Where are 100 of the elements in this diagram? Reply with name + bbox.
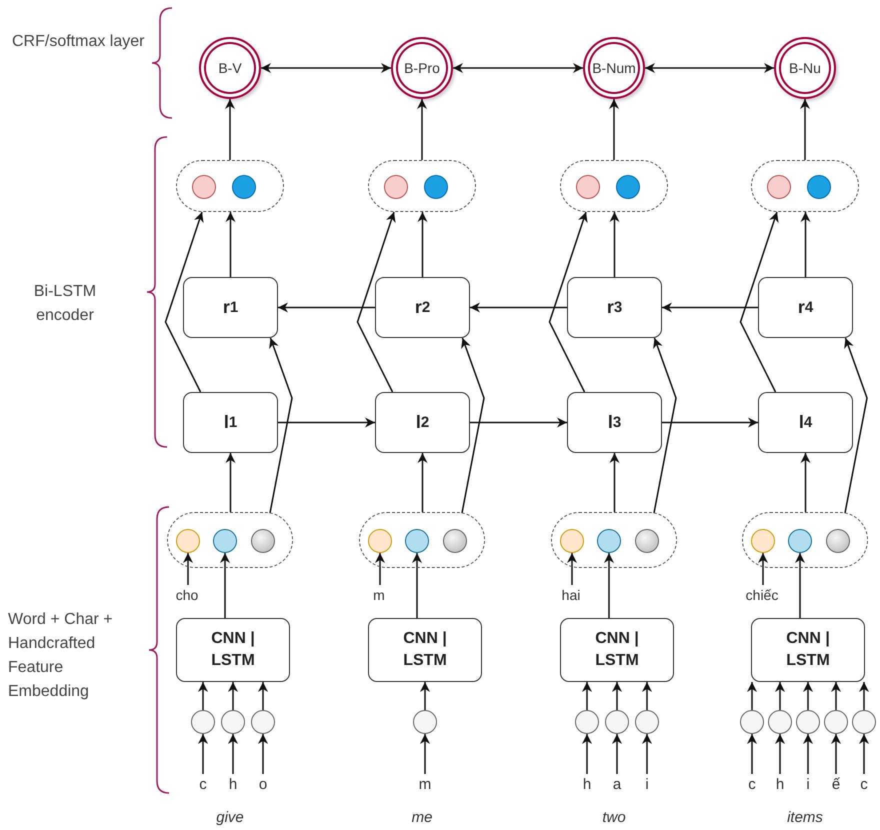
char-label: h	[225, 774, 241, 794]
arrow	[758, 553, 768, 585]
arrow	[198, 734, 208, 774]
arrow	[747, 682, 757, 710]
embedding-circle	[443, 529, 467, 553]
word-label: m	[339, 585, 419, 605]
embedding-circle	[368, 529, 392, 553]
char-circle	[740, 710, 764, 734]
arrow	[220, 553, 230, 618]
arrow	[803, 734, 813, 774]
double-arrow	[261, 63, 391, 73]
arrow	[795, 553, 805, 618]
arrow	[461, 338, 485, 514]
arrow	[800, 99, 810, 160]
arrow	[747, 734, 757, 774]
tag-circle: B-V	[199, 37, 261, 99]
arrow	[831, 734, 841, 774]
arrow	[582, 734, 592, 774]
char-label: i	[639, 774, 655, 794]
arrow	[198, 682, 208, 710]
word-label: cho	[147, 585, 227, 605]
arrow	[582, 682, 592, 710]
arrow	[278, 302, 375, 312]
layer-label: Bi-LSTM encoder	[32, 282, 98, 326]
char-label: h	[772, 774, 788, 794]
arrow	[183, 553, 193, 585]
embedding-circle	[597, 529, 621, 553]
char-circle	[413, 710, 437, 734]
arrow	[653, 338, 677, 514]
char-label: ế	[828, 774, 844, 794]
char-circle	[191, 710, 215, 734]
char-circle	[221, 710, 245, 734]
arrow	[470, 302, 567, 312]
arrow	[412, 553, 422, 618]
char-circle	[796, 710, 820, 734]
char-label: i	[800, 774, 816, 794]
word-label: chiếc	[722, 585, 802, 605]
arrow	[803, 682, 813, 710]
arrow	[470, 418, 567, 428]
char-label: h	[579, 774, 595, 794]
arrow	[800, 212, 810, 277]
char-circle	[852, 710, 876, 734]
word-label: hai	[531, 585, 611, 605]
arrow	[228, 734, 238, 774]
arrow	[800, 453, 810, 512]
embedding-circle	[788, 529, 812, 553]
word-translation: me	[410, 808, 434, 828]
double-arrow	[645, 63, 774, 73]
arrow	[775, 734, 785, 774]
word-translation: give	[215, 808, 245, 828]
arrow	[662, 302, 758, 312]
char-circle	[605, 710, 629, 734]
char-circle	[768, 710, 792, 734]
arrow	[356, 212, 396, 392]
word-translation: two	[601, 808, 627, 828]
embedding-circle	[405, 529, 429, 553]
arrow	[859, 734, 869, 774]
arrow	[612, 682, 622, 710]
char-label: c	[195, 774, 211, 794]
embedding-circle	[751, 529, 775, 553]
arrow	[226, 453, 236, 512]
arrow	[164, 212, 204, 392]
arrow	[831, 682, 841, 710]
char-circle	[635, 710, 659, 734]
char-label: o	[255, 774, 271, 794]
arrow	[258, 734, 268, 774]
arrow	[420, 734, 430, 774]
arrow	[859, 682, 869, 710]
arrow	[375, 553, 385, 585]
vector-circle	[767, 175, 791, 199]
encoder-box: CNN | LSTM	[751, 618, 865, 682]
layer-label: Word + Char + Handcrafted Feature Embedding	[8, 610, 114, 702]
tag-circle: B-Nu	[774, 37, 836, 99]
char-label: c	[856, 774, 872, 794]
char-circle	[575, 710, 599, 734]
arrow	[642, 734, 652, 774]
embedding-circle	[213, 529, 237, 553]
arrow	[417, 99, 427, 160]
arrow	[226, 212, 236, 277]
embedding-circle	[251, 529, 275, 553]
arrow	[269, 338, 293, 514]
tag-circle: B-Pro	[391, 37, 453, 99]
arrow	[612, 734, 622, 774]
arrow	[418, 453, 428, 512]
arrow	[604, 553, 614, 618]
char-label: c	[744, 774, 760, 794]
double-arrow	[453, 63, 583, 73]
vector-circle	[384, 175, 408, 199]
encoder-box: CNN | LSTM	[176, 618, 290, 682]
arrow	[775, 682, 785, 710]
vector-circle	[192, 175, 216, 199]
arrow	[844, 338, 868, 514]
word-translation: items	[786, 808, 824, 828]
arrow	[642, 682, 652, 710]
embedding-circle	[560, 529, 584, 553]
arrow	[567, 553, 577, 585]
char-circle	[251, 710, 275, 734]
arrow	[662, 418, 758, 428]
char-circle	[824, 710, 848, 734]
vector-circle	[807, 175, 831, 199]
